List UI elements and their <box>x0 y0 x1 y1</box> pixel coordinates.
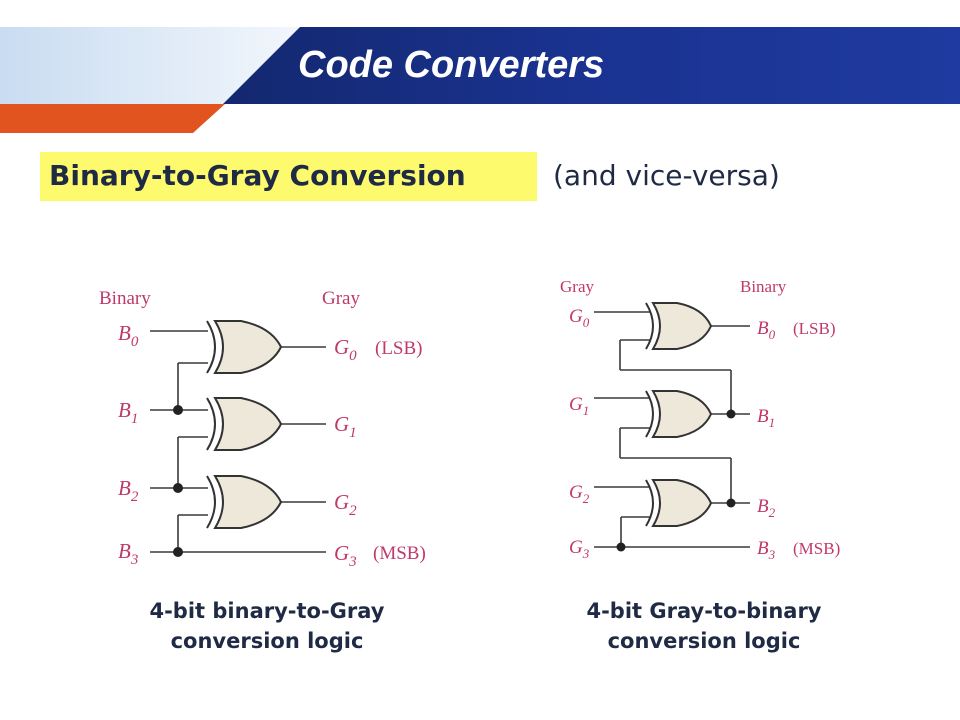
right-output-label: B1 <box>757 406 775 430</box>
right-input-label: G1 <box>569 394 589 418</box>
left-output-label: G3 <box>334 541 357 570</box>
right-output-note: (LSB) <box>793 319 836 338</box>
right-caption: 4-bit Gray-to-binary conversion logic <box>529 596 879 656</box>
binary-to-gray-circuit: Binary Gray B0 B1 B2 B3 G0 (LSB) G1 G2 G… <box>99 288 426 570</box>
right-caption-line: 4-bit Gray-to-binary <box>586 599 822 623</box>
left-caption: 4-bit binary-to-Gray conversion logic <box>92 596 442 656</box>
left-caption-line: conversion logic <box>170 629 364 653</box>
left-input-label: B1 <box>118 398 138 427</box>
right-input-header: Gray <box>560 277 594 296</box>
right-caption-line: conversion logic <box>607 629 801 653</box>
xor-gate <box>206 397 283 451</box>
junction-dot <box>173 547 183 557</box>
right-input-label: G3 <box>569 537 590 561</box>
subtitle-highlight: Binary-to-Gray Conversion <box>49 159 466 192</box>
xor-gate <box>645 302 713 350</box>
left-input-header: Binary <box>99 288 151 309</box>
left-input-label: B2 <box>118 476 139 505</box>
left-output-note: (LSB) <box>375 338 423 359</box>
junction-dot <box>173 483 183 493</box>
xor-gate <box>206 320 283 374</box>
banner-orange-band <box>0 104 225 133</box>
junction-dot <box>726 498 736 508</box>
slide-title: Code Converters <box>298 44 605 86</box>
header-banner <box>0 27 960 133</box>
right-input-label: G0 <box>569 306 590 330</box>
right-input-label: G2 <box>569 482 590 506</box>
left-output-label: G1 <box>334 412 357 441</box>
left-output-label: G2 <box>334 490 357 519</box>
left-caption-line: 4-bit binary-to-Gray <box>149 599 385 623</box>
xor-gate <box>206 475 283 529</box>
left-output-note: (MSB) <box>373 543 426 564</box>
right-output-note: (MSB) <box>793 539 840 558</box>
left-output-header: Gray <box>322 288 360 309</box>
banner-dark-band <box>223 27 960 104</box>
junction-dot <box>726 409 736 419</box>
left-input-label: B3 <box>118 539 138 568</box>
junction-dot <box>616 542 626 552</box>
gray-to-binary-circuit: Gray Binary G0 G1 G2 G3 B0 (LSB) B1 B2 B… <box>560 277 840 562</box>
left-output-label: G0 <box>334 335 357 364</box>
junction-dot <box>173 405 183 415</box>
right-output-label: B0 <box>757 318 776 342</box>
subtitle-highlight-box <box>40 152 537 201</box>
right-output-label: B3 <box>757 538 776 562</box>
xor-gate <box>645 479 713 527</box>
xor-gate <box>645 390 713 438</box>
right-output-label: B2 <box>757 496 776 520</box>
right-output-header: Binary <box>740 277 787 296</box>
left-input-label: B0 <box>118 321 139 350</box>
subtitle-rest: (and vice-versa) <box>553 159 780 192</box>
